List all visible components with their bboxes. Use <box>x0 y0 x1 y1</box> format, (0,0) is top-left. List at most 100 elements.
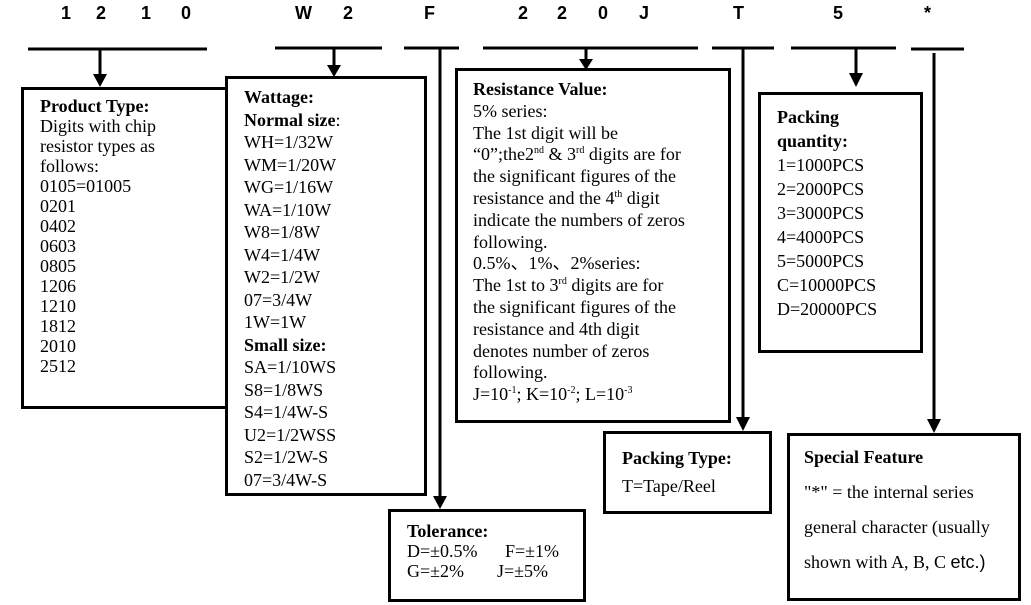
packing-type-value: T=Tape/Reel <box>622 476 716 496</box>
wattage-item: WA=1/10W <box>244 199 332 220</box>
arrowhead-special <box>927 419 941 433</box>
wattage-box: Wattage: Normal size: WH=1/32W WM=1/20W … <box>225 76 427 496</box>
resistance-line: the significant figures of the <box>473 166 676 187</box>
special-feature-line: "*" = the internal series <box>804 482 974 502</box>
size-item: 1812 <box>40 316 76 336</box>
wattage-item: 07=3/4W <box>244 289 313 310</box>
packing-qty-title-2: quantity: <box>777 131 849 151</box>
small-size-title: Small size: <box>244 334 327 355</box>
wattage-item: W2=1/2W <box>244 267 321 287</box>
wattage-small-item: S8=1/8WS <box>244 379 324 400</box>
size-item: 0105=01005 <box>40 176 132 196</box>
resistance-line: denotes number of zeros <box>473 340 650 361</box>
arrowhead-product <box>93 74 107 87</box>
resistance-line: digits are for <box>566 275 664 296</box>
wattage-item: WG=1/16W <box>244 177 334 197</box>
resistance-line: digit <box>622 187 660 208</box>
arrowhead-packing-qty <box>849 73 863 87</box>
wattage-item: WM=1/20W <box>244 154 337 175</box>
packing-qty-title-1: Packing <box>777 107 840 127</box>
wattage-small-item: S2=1/2W-S <box>244 447 329 467</box>
arrowhead-resistance <box>579 59 593 70</box>
special-feature-line: shown with A, B, C <box>804 552 951 572</box>
resistance-box: Resistance Value: 5% series: The 1st dig… <box>455 68 731 423</box>
size-item: 0805 <box>40 256 76 276</box>
resistance-line: digits are for <box>584 144 681 165</box>
code-char-9: 2 <box>557 3 568 23</box>
code-char-1: 1 <box>61 3 72 23</box>
special-feature-box: Special Feature "*" = the internal serie… <box>787 433 1021 601</box>
packing-qty-item: 4=4000PCS <box>777 227 865 247</box>
product-type-box: Product Type: Digits with chip resistor … <box>21 87 231 409</box>
packing-qty-item: D=20000PCS <box>777 299 878 319</box>
code-char-6: 2 <box>343 3 354 23</box>
packing-type-title: Packing Type: <box>622 448 732 468</box>
product-type-desc-2: resistor types as <box>40 136 155 156</box>
resistance-line: The 1st digit will be <box>473 122 618 143</box>
special-feature-etc: etc.) <box>950 552 986 572</box>
wattage-item: W4=1/4W <box>244 244 321 265</box>
code-char-7: F <box>424 3 435 23</box>
wattage-title: Wattage: <box>244 87 314 107</box>
resistance-line: indicate the numbers of zeros <box>473 209 685 230</box>
resistance-title: Resistance Value: <box>473 79 608 99</box>
packing-qty-box: Packing quantity: 1=1000PCS 2=2000PCS 3=… <box>758 92 923 353</box>
tolerance-box: Tolerance: D=±0.5%F=±1% G=±2%J=±5% <box>388 509 586 602</box>
arrowhead-packing-type <box>736 417 750 431</box>
packing-type-box: Packing Type: T=Tape/Reel <box>603 431 772 514</box>
code-char-8: 2 <box>518 3 529 23</box>
packing-qty-item: C=10000PCS <box>777 275 877 295</box>
product-type-desc-3: follows: <box>40 156 100 176</box>
size-item: 0402 <box>40 216 76 236</box>
resistance-line: resistance and 4th digit <box>473 318 640 339</box>
wattage-item: W8=1/8W <box>244 222 321 242</box>
resistance-line: resistance and the 4 <box>473 187 615 208</box>
arrowhead-tolerance <box>433 496 447 509</box>
tolerance-g: G=±2% <box>407 561 465 581</box>
product-type-title: Product Type: <box>40 96 150 116</box>
code-char-13: 5 <box>833 3 844 23</box>
tolerance-d: D=±0.5% <box>407 541 478 561</box>
size-item: 1206 <box>40 276 76 296</box>
wattage-small-item: 07=3/4W-S <box>244 469 328 490</box>
normal-size-title: Normal size <box>244 109 336 130</box>
size-item: 2512 <box>40 356 76 376</box>
code-char-2: 2 <box>96 3 107 23</box>
size-item: 0603 <box>40 236 76 256</box>
resistance-line: & 3 <box>543 144 576 165</box>
superscript: nd <box>533 145 544 157</box>
resistance-series-b: 0.5%、1%、2%series: <box>473 253 641 274</box>
packing-qty-item: 5=5000PCS <box>777 251 865 271</box>
code-char-4: 0 <box>181 3 192 23</box>
code-char-5: W <box>295 3 312 23</box>
wattage-small-item: S4=1/4W-S <box>244 402 329 422</box>
resistance-line: following. <box>473 362 548 383</box>
size-item: 1210 <box>40 296 76 316</box>
multiplier-line: J=10-1; K=10-2; L=10-3 <box>473 384 633 405</box>
wattage-small-item: SA=1/10WS <box>244 357 337 377</box>
special-feature-title: Special Feature <box>804 447 924 467</box>
special-feature-line: general character (usually <box>804 517 990 537</box>
product-type-desc-1: Digits with chip <box>40 116 156 136</box>
superscript: rd <box>558 276 567 288</box>
code-char-11: J <box>639 3 650 23</box>
superscript: rd <box>576 145 585 157</box>
wattage-item: WH=1/32W <box>244 132 334 152</box>
resistance-line: following. <box>473 231 548 252</box>
packing-qty-item: 1=1000PCS <box>777 155 865 175</box>
code-char-3: 1 <box>141 3 152 23</box>
tolerance-title: Tolerance: <box>407 521 489 541</box>
wattage-small-item: U2=1/2WSS <box>244 424 337 445</box>
arrowhead-wattage <box>327 65 341 77</box>
packing-qty-item: 2=2000PCS <box>777 179 865 199</box>
normal-size-colon: : <box>335 109 341 130</box>
resistance-series-5: 5% series: <box>473 100 548 121</box>
code-char-10: 0 <box>598 3 609 23</box>
superscript: th <box>614 188 623 200</box>
tolerance-f: F=±1% <box>505 541 560 561</box>
size-item: 0201 <box>40 196 76 216</box>
wattage-item: 1W=1W <box>244 312 307 332</box>
resistance-line: The 1st to 3 <box>473 275 559 296</box>
code-char-12: T <box>733 3 744 23</box>
